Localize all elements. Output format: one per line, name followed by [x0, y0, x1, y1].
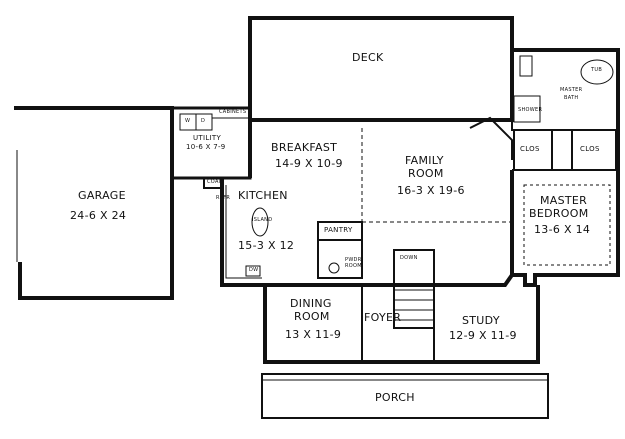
- master-bedroom-name-line1: MASTER: [540, 194, 588, 207]
- family-room-dims: 16-3 X 19-6: [397, 184, 465, 197]
- utility-name: UTILITY: [193, 134, 222, 142]
- master-bedroom-dims: 13-6 X 14: [534, 223, 591, 236]
- closet-left-label: CLOS: [520, 145, 540, 153]
- refr-label: REFR: [216, 195, 231, 201]
- toilet-tank: [519, 55, 533, 77]
- master-bath-line1: MASTER: [560, 87, 583, 93]
- shower-stall: [513, 95, 541, 123]
- garage-dims: 24-6 X 24: [70, 209, 127, 222]
- dining-room-name-line1: DINING: [290, 297, 332, 310]
- island-outline: [251, 207, 269, 237]
- breakfast-name: BREAKFAST: [271, 141, 338, 154]
- bedroom-inner-dash: [523, 184, 611, 266]
- deck-outline: [248, 16, 514, 122]
- study-dims: 12-9 X 11-9: [449, 329, 517, 342]
- washer-label: W: [185, 118, 191, 124]
- family-room-name-line2: ROOM: [408, 167, 444, 180]
- foyer-label: FOYER: [364, 311, 402, 324]
- family-room-name-line1: FAMILY: [405, 154, 444, 167]
- coat-closet: [203, 177, 223, 189]
- porch-outline: [261, 373, 549, 419]
- study-name: STUDY: [462, 314, 500, 327]
- island-label: ISLAND: [252, 217, 273, 223]
- porch-label: PORCH: [375, 391, 415, 404]
- bath-area: [511, 49, 619, 131]
- kitchen-counter: [225, 185, 262, 279]
- coat-label: COAT: [207, 179, 222, 185]
- pwdr-room-line2: ROOM: [345, 263, 362, 269]
- garage-walls: [14, 106, 174, 300]
- utility-dims: 10-6 X 7-9: [186, 143, 226, 151]
- kitchen-name: KITCHEN: [238, 189, 288, 202]
- fireplace: [469, 116, 513, 160]
- kitchen-left-wall: [220, 120, 265, 287]
- closet-right-label: CLOS: [580, 145, 600, 153]
- powder-room-walls: [317, 239, 363, 279]
- pantry-label: PANTRY: [324, 226, 353, 234]
- dining-room-name-line2: ROOM: [294, 310, 330, 323]
- dw-box: [245, 265, 261, 277]
- dryer-label: D: [201, 118, 206, 124]
- pwdr-room-line1: PWDR: [345, 257, 362, 263]
- down-label: DOWN: [400, 255, 418, 261]
- dw-label: DW: [249, 267, 259, 273]
- shower-label: SHOWER: [518, 107, 543, 113]
- deck-label: DECK: [352, 51, 384, 64]
- tub-basin: [580, 59, 614, 85]
- dining-room-dims: 13 X 11-9: [285, 328, 342, 341]
- cabinets-label: CABINETS: [219, 109, 247, 115]
- master-bedroom-name-line2: BEDROOM: [529, 207, 589, 220]
- kitchen-dims: 15-3 X 12: [238, 239, 295, 252]
- master-bath-line2: BATH: [564, 95, 579, 101]
- tub-label: TUB: [591, 67, 603, 73]
- powder-toilet: [328, 262, 340, 274]
- breakfast-dims: 14-9 X 10-9: [275, 157, 343, 170]
- garage-name: GARAGE: [78, 189, 126, 202]
- dryer-box: [195, 113, 213, 131]
